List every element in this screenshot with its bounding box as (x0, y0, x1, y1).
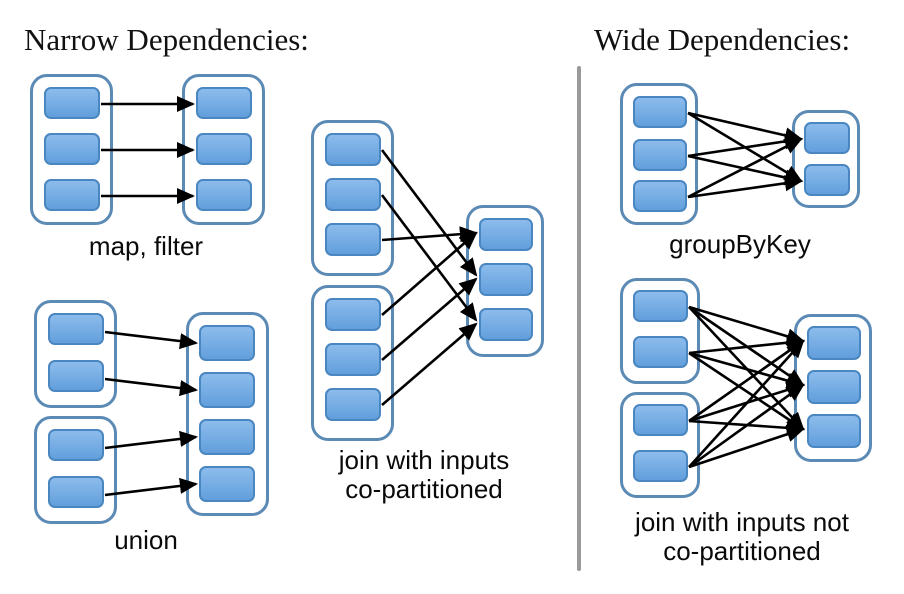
dependency-arrow (687, 137, 803, 199)
dependency-arrow (381, 277, 478, 361)
dependency-arrow (687, 111, 803, 183)
dependency-arrow (687, 111, 804, 144)
partition-block (199, 419, 255, 455)
dependency-arrow (104, 377, 199, 397)
dependency-arrow (688, 305, 805, 387)
vertical-divider (577, 66, 581, 571)
dependency-arrow (381, 322, 478, 406)
partition-block (479, 218, 533, 251)
dependency-arrow (688, 426, 805, 469)
partition-block (48, 429, 104, 461)
partition-block (44, 87, 100, 119)
partition-block (48, 313, 104, 345)
dependency-arrow (380, 149, 478, 277)
caption-union: union (114, 525, 178, 555)
narrow-dependencies-title: Narrow Dependencies: (24, 22, 309, 57)
partition-block (48, 476, 104, 508)
partition-block (48, 360, 104, 392)
partition-block (196, 179, 252, 211)
dependency-arrow (687, 133, 804, 158)
partition-block (807, 326, 861, 360)
dependency-arrow (687, 154, 804, 186)
partition-block (325, 133, 381, 166)
dependency-arrow (688, 383, 805, 469)
dependency-arrow (688, 334, 806, 355)
partition-block (325, 178, 381, 211)
caption-join-not-co-partitioned: join with inputs not co-partitioned (635, 507, 849, 567)
partition-block (199, 466, 255, 502)
partition-block (633, 96, 687, 128)
partition-block (807, 370, 861, 404)
dependency-arrow (688, 306, 805, 431)
partition-block (325, 298, 381, 331)
partition-block (196, 87, 252, 119)
dependency-arrow (381, 226, 479, 243)
partition-block (199, 325, 255, 361)
dependency-arrow (688, 339, 805, 423)
partition-block (325, 343, 381, 376)
dependency-arrow (381, 231, 478, 316)
partition-block (633, 336, 688, 368)
dependency-arrow (104, 330, 199, 350)
dependency-arrow (688, 419, 806, 436)
dependency-arrow (104, 477, 199, 497)
dependency-arrow (687, 175, 804, 199)
wide-dependencies-title: Wide Dependencies: (594, 22, 851, 57)
partition-block (633, 139, 687, 171)
partition-block (44, 179, 100, 211)
caption-group-by-key: groupByKey (669, 229, 811, 259)
dependency-arrow (688, 351, 806, 389)
partition-block (633, 450, 688, 482)
dependency-arrow (688, 305, 805, 345)
dependency-arrow (688, 339, 805, 468)
partition-block (325, 223, 381, 256)
dependency-arrow (688, 382, 805, 423)
partition-block (325, 388, 381, 421)
partition-block (199, 372, 255, 408)
caption-join-co-partitioned: join with inputs co-partitioned (338, 445, 510, 505)
dependency-arrow (688, 351, 805, 431)
partition-block (807, 414, 861, 448)
dependency-arrow (380, 194, 478, 322)
partition-block (633, 404, 688, 436)
partition-block (479, 263, 533, 296)
partition-block (633, 290, 688, 322)
partition-block (479, 308, 533, 341)
partition-block (633, 180, 687, 212)
partition-block (196, 133, 252, 165)
caption-map-filter: map, filter (88, 231, 204, 261)
dependency-arrow (104, 430, 199, 450)
partition-block (804, 164, 850, 196)
partition-block (804, 122, 850, 154)
partition-block (44, 133, 100, 165)
